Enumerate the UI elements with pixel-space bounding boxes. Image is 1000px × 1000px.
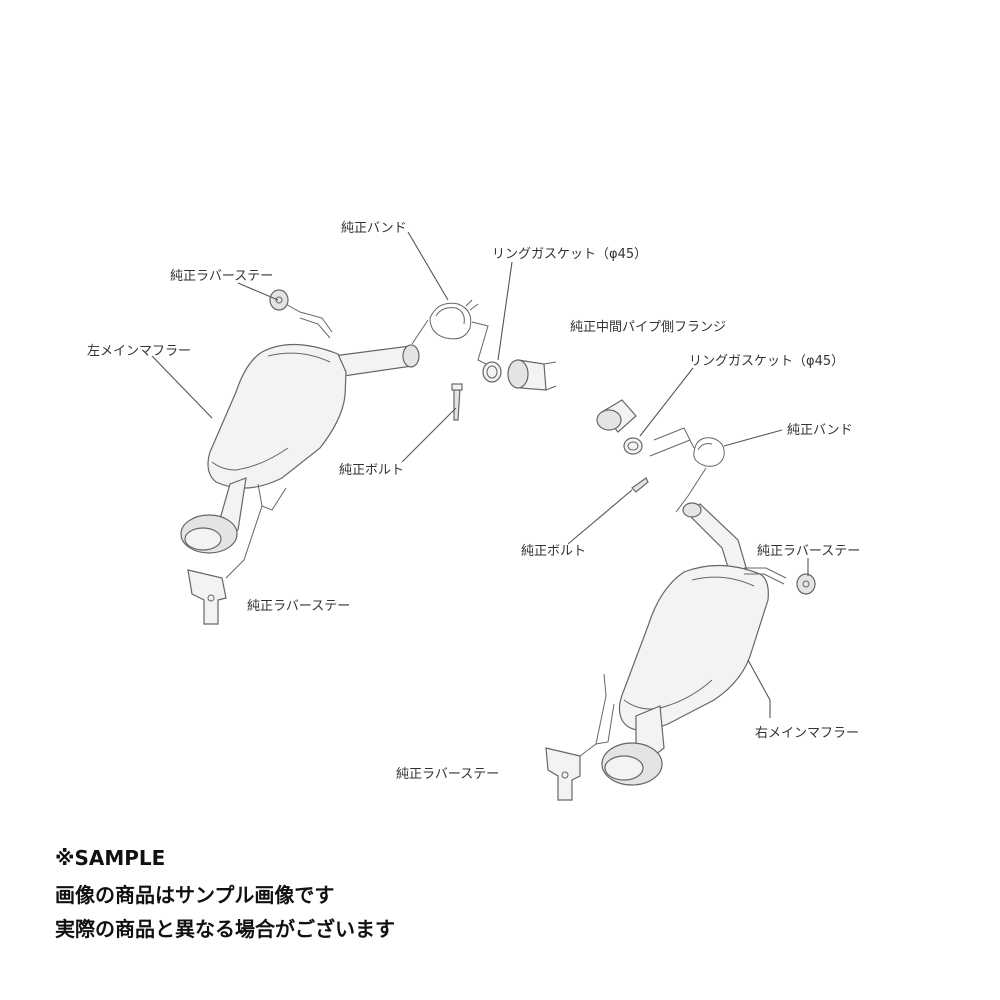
leader-lines [151,231,809,718]
ring-gasket-left [482,361,502,383]
ring-gasket-right [623,437,643,455]
label-rubber-stay-left-bottom: 純正ラバーステー [247,599,350,614]
label-flange: 純正中間パイプ側フランジ [570,320,726,335]
left-muffler-assembly [180,301,420,625]
band-clamp-right [649,427,725,467]
intermediate-pipe-flange [507,359,557,391]
bolt-left [451,383,463,421]
label-main-muffler-left: 左メインマフラー [87,344,191,359]
label-rubber-stay-right-top: 純正ラバーステー [757,544,860,559]
label-rubber-stay-top-left: 純正ラバーステー [170,269,273,284]
band-clamp-left [411,299,495,369]
bolt-right [631,477,649,493]
label-main-muffler-right: 右メインマフラー [755,726,859,741]
label-bolt-right: 純正ボルト [521,544,586,559]
right-flange [596,399,637,433]
right-muffler-assembly [545,467,787,801]
rubber-stay-top-left [269,289,289,311]
rubber-stay-right [796,573,816,595]
label-rubber-stay-right-bottom: 純正ラバーステー [396,767,499,782]
sample-disclaimer-2: 実際の商品と異なる場合がございます [55,917,395,941]
label-ring-gasket-left: リングガスケット（φ45） [492,247,647,262]
label-band-left: 純正バンド [341,221,407,236]
sample-disclaimer-1: 画像の商品はサンプル画像です [55,883,335,907]
label-ring-gasket-right: リングガスケット（φ45） [689,354,844,369]
sample-note: ※SAMPLE [55,846,166,870]
label-bolt-left: 純正ボルト [339,463,404,478]
label-band-right: 純正バンド [787,423,853,438]
